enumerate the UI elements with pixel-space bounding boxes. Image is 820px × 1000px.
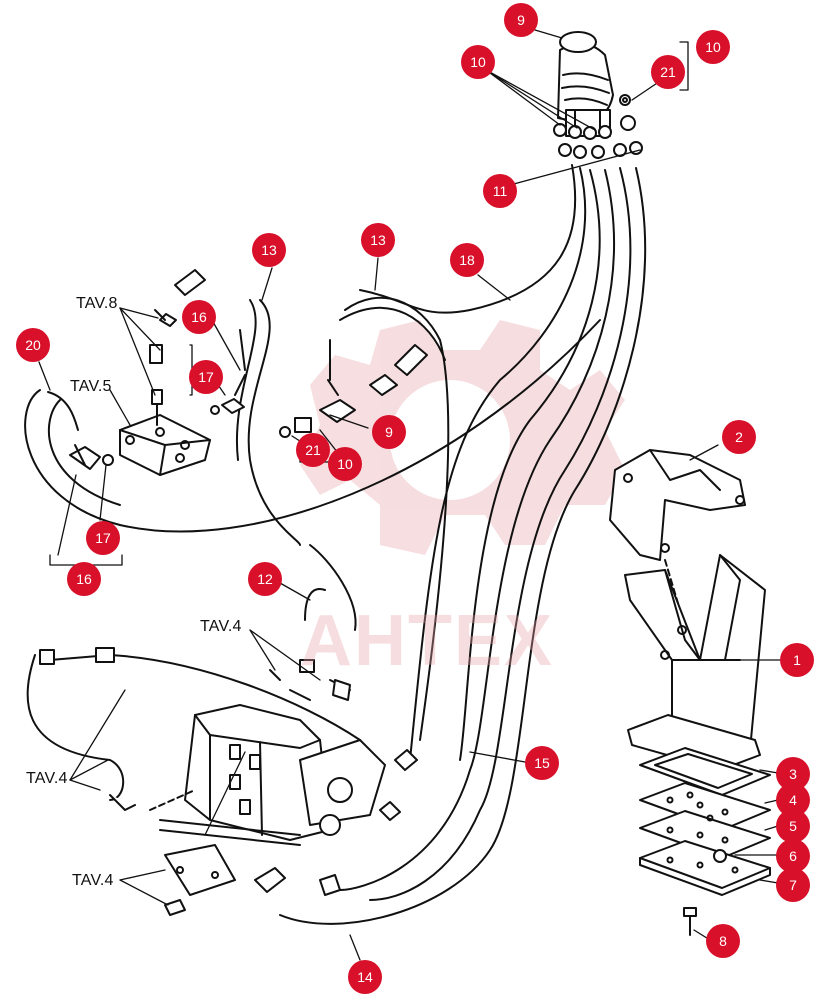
callout-20: 20 — [16, 328, 50, 362]
tav5-label: TAV.5 — [70, 378, 112, 395]
bolt-icon — [683, 907, 697, 936]
callout-16: 16 — [67, 562, 101, 596]
callout-8: 8 — [706, 924, 740, 958]
callout-17: 17 — [86, 521, 120, 555]
main-control-valve — [26, 647, 418, 916]
callout-10: 10 — [328, 447, 362, 481]
callout-17: 17 — [189, 360, 223, 394]
middle-fittings — [210, 329, 428, 438]
callout-6: 6 — [776, 839, 810, 873]
callout-15: 15 — [525, 746, 559, 780]
callout-2: 2 — [722, 420, 756, 454]
callout-5: 5 — [776, 809, 810, 843]
callout-11: 11 — [483, 174, 517, 208]
watermark-text: AHTEX — [300, 601, 555, 681]
pedestal-column — [624, 554, 766, 771]
callout-21: 21 — [651, 55, 685, 89]
tav4-label-bottom: TAV.4 — [72, 872, 114, 889]
watermark-logo-icon — [300, 320, 625, 555]
callout-13: 13 — [361, 223, 395, 257]
callout-10: 10 — [696, 30, 730, 64]
left-elbow-fittings — [69, 444, 114, 470]
tav4-label-top: TAV.4 — [200, 618, 242, 635]
callout-3: 3 — [776, 757, 810, 791]
callout-7: 7 — [776, 868, 810, 902]
joystick-fittings — [553, 94, 643, 159]
callout-13: 13 — [252, 233, 286, 267]
callout-9: 9 — [372, 415, 406, 449]
callout-1: 1 — [780, 643, 814, 677]
hydraulic-valve-block-icon — [119, 414, 211, 476]
callout-12: 12 — [248, 562, 282, 596]
callout-21: 21 — [296, 433, 330, 467]
leader-lines — [38, 29, 781, 961]
callout-16: 16 — [182, 300, 216, 334]
callout-10: 10 — [461, 45, 495, 79]
callout-14: 14 — [348, 960, 382, 994]
tav4-label-left: TAV.4 — [26, 770, 68, 787]
tav8-label: TAV.8 — [76, 295, 118, 312]
gasket-plate-icon — [639, 747, 771, 896]
hoses — [24, 164, 647, 925]
callout-9: 9 — [504, 3, 538, 37]
callout-18: 18 — [450, 243, 484, 277]
